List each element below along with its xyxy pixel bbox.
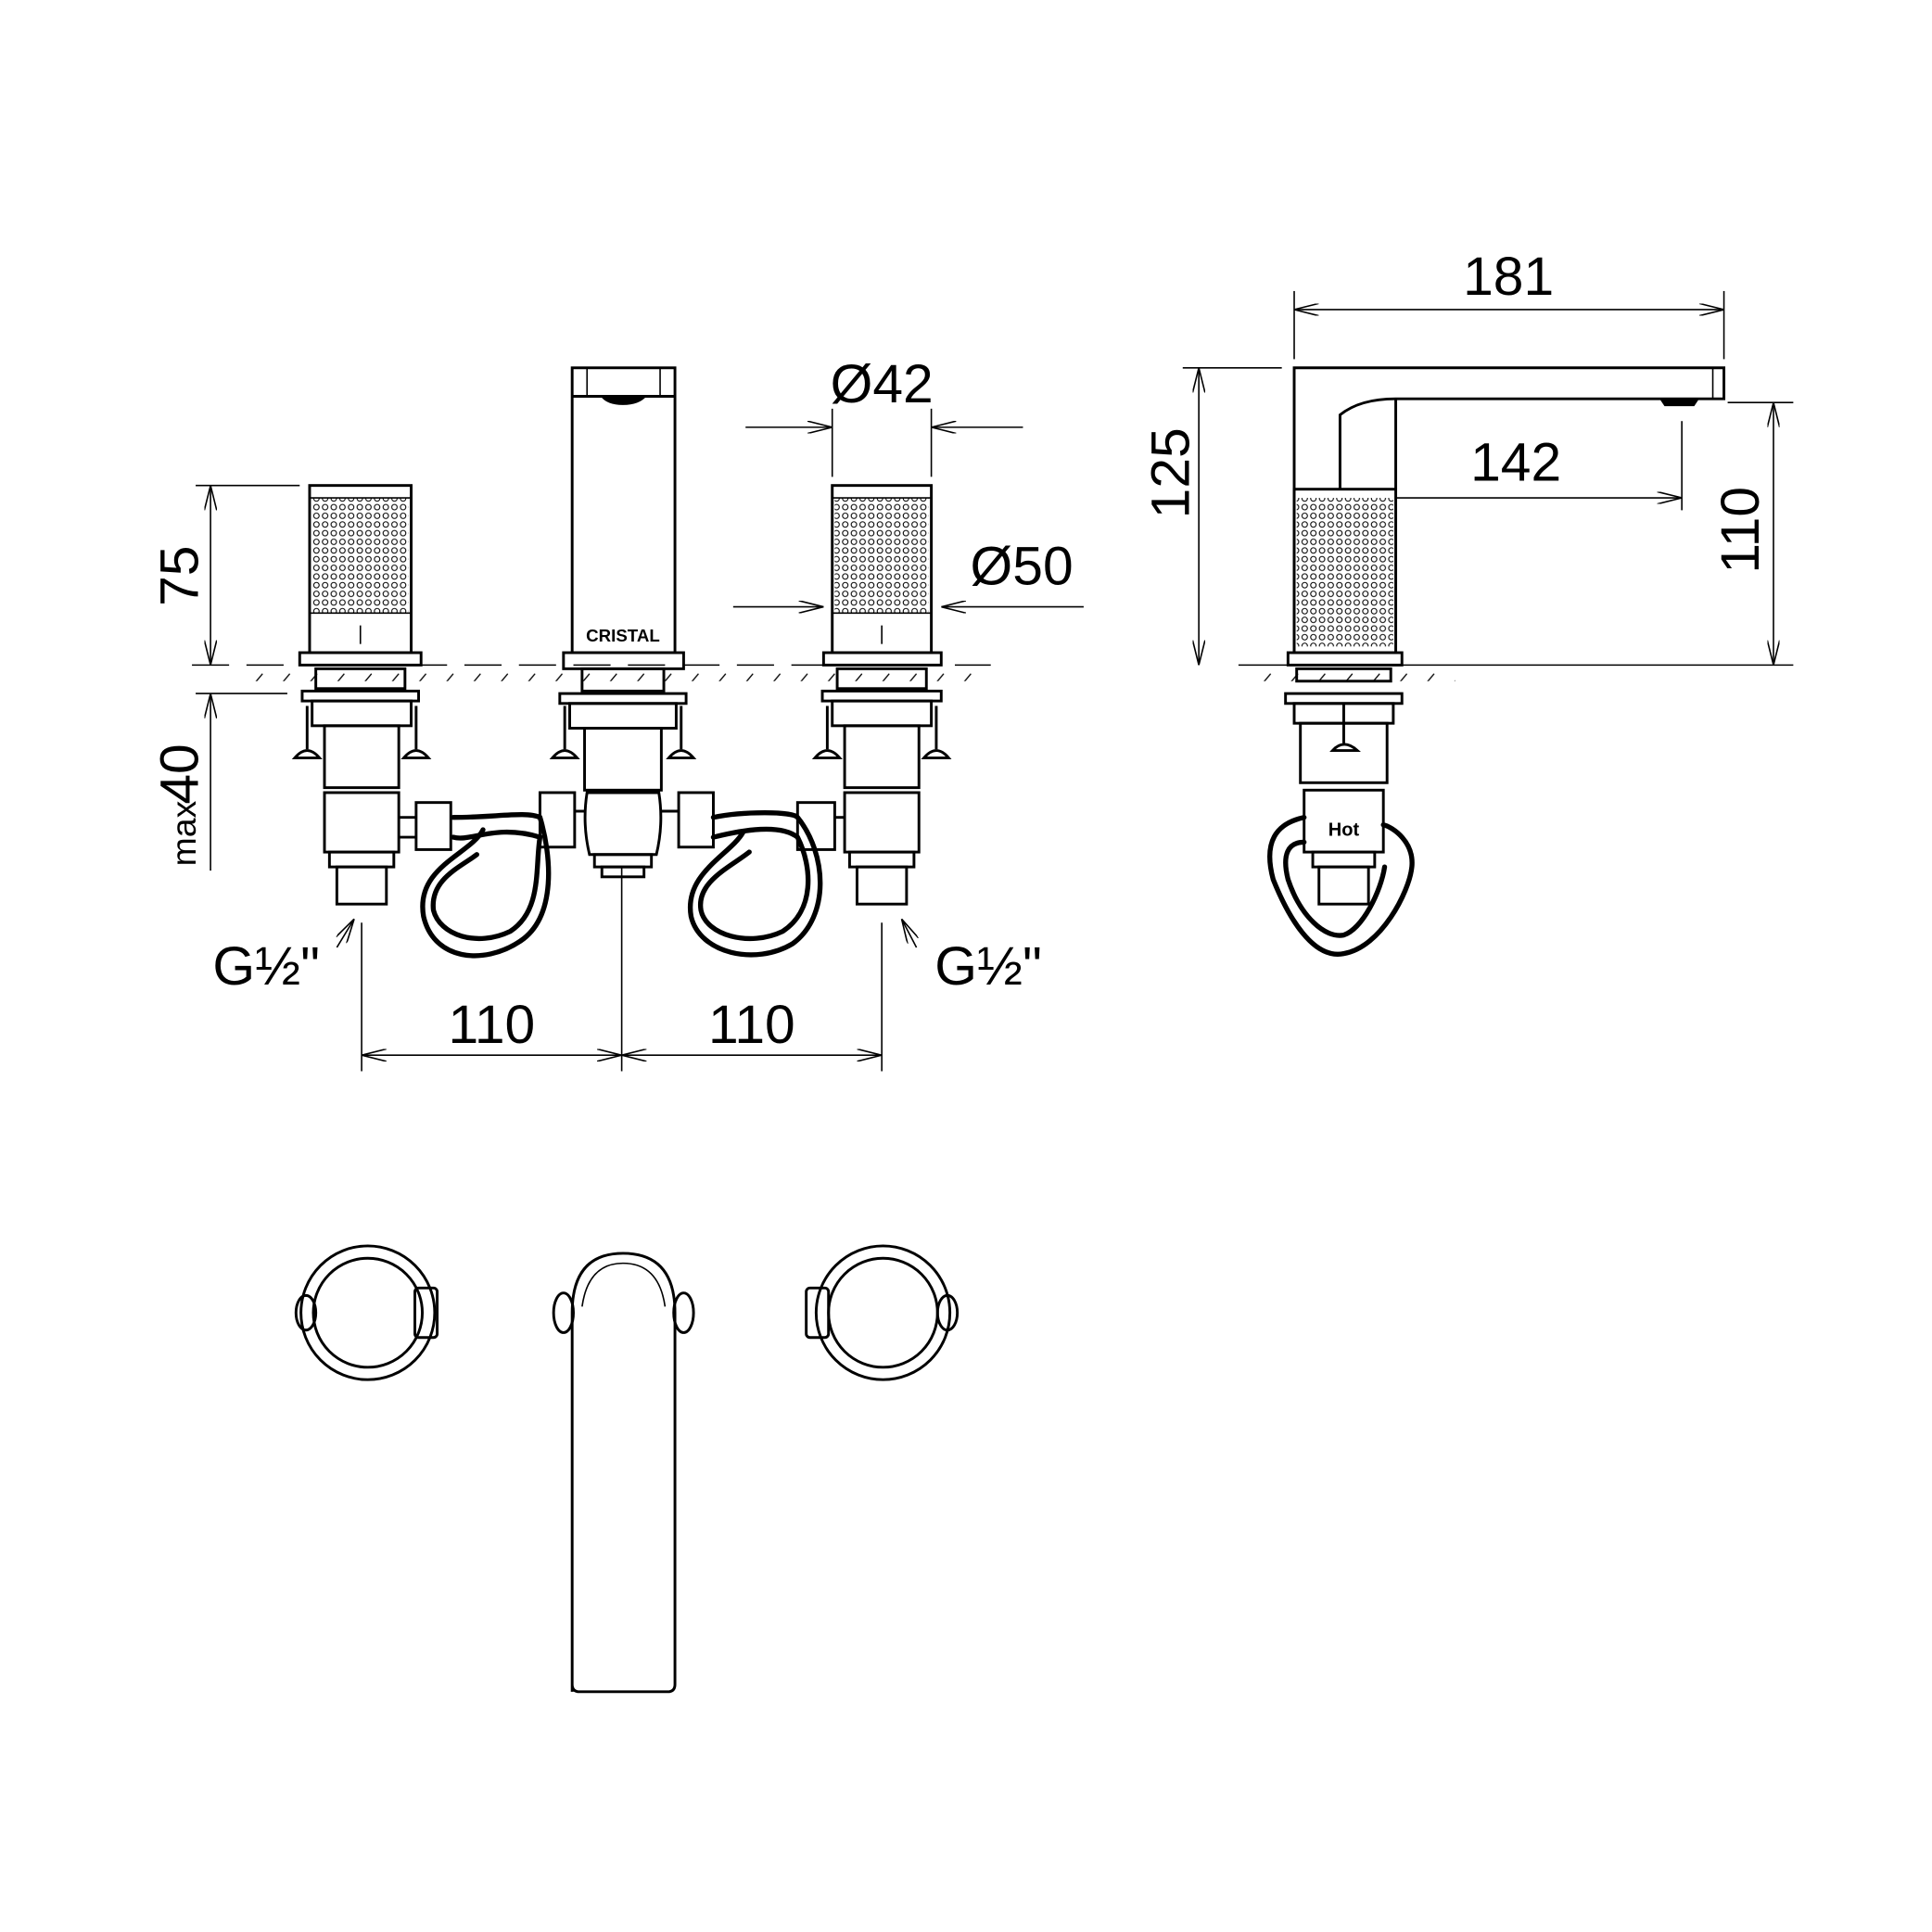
- dim-diameter-42: Ø42: [831, 354, 934, 414]
- side-spout: [1286, 366, 1726, 667]
- dimension-110-height: 110: [1710, 401, 1794, 666]
- dim-125: 125: [1140, 427, 1201, 518]
- dim-181: 181: [1463, 247, 1554, 307]
- under-deck-fittings: [291, 667, 952, 906]
- top-right-handle: [805, 1244, 960, 1381]
- dim-max-prefix: max: [164, 800, 203, 866]
- dimension-125: 125: [1140, 366, 1282, 666]
- dimension-diameter-50: Ø50: [732, 537, 1084, 607]
- spout: CRISTAL: [562, 366, 685, 670]
- dim-110-height: 110: [1710, 487, 1771, 574]
- dimension-below-deck: 40 max: [150, 693, 210, 871]
- dim-diameter-50: Ø50: [971, 537, 1074, 597]
- dim-110-left: 110: [449, 995, 536, 1055]
- dimension-spacing: 110 110: [361, 867, 883, 1072]
- top-spout: [552, 1252, 695, 1694]
- dimension-181: 181: [1293, 247, 1725, 360]
- dim-40: 40: [150, 744, 210, 804]
- dimension-142: 142: [1395, 421, 1683, 511]
- connection-left: G½": [212, 936, 320, 997]
- dim-75: 75: [150, 546, 210, 606]
- connection-right: G½": [934, 936, 1042, 997]
- flexible-hoses: [420, 810, 823, 959]
- side-view: Hot 181 142 125 110: [1140, 247, 1794, 957]
- dim-142: 142: [1470, 432, 1561, 492]
- side-fitting: Hot: [1267, 667, 1415, 957]
- dimension-handle-height: 75: [150, 484, 300, 694]
- left-handle: [298, 484, 423, 667]
- valve-label-hot: Hot: [1328, 820, 1360, 841]
- top-left-handle: [294, 1244, 439, 1381]
- right-handle: [821, 484, 943, 667]
- dimension-diameter-42: Ø42: [745, 354, 1023, 477]
- front-view: CRISTAL: [150, 354, 1084, 1072]
- connection-labels: G½" G½": [212, 919, 1042, 997]
- dim-110-right: 110: [708, 995, 795, 1055]
- top-view: [294, 1244, 960, 1694]
- brand-logo: CRISTAL: [586, 626, 660, 645]
